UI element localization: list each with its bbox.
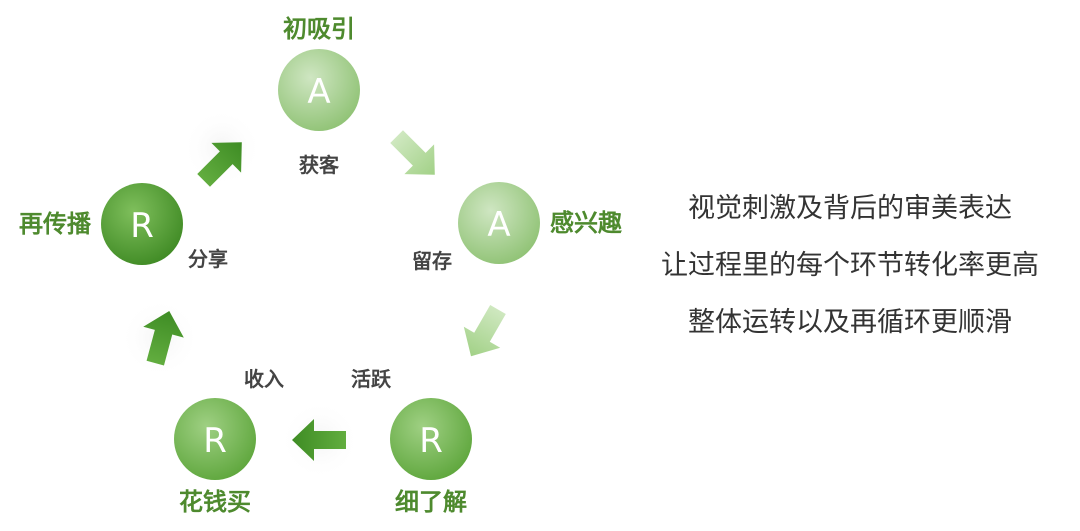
node-revenue-stage: 花钱买	[179, 488, 251, 516]
node-referral-action: 分享	[188, 247, 228, 271]
node-acquisition-action: 获客	[299, 153, 340, 177]
node-retention-action: 活跃	[351, 367, 392, 391]
node-acquisition-letter: A	[307, 72, 330, 112]
node-acquisition-circle	[278, 49, 360, 131]
node-acquisition-stage: 初吸引	[283, 15, 355, 43]
node-activation: A 感兴趣 留存	[412, 182, 623, 273]
description-line-2: 让过程里的每个环节转化率更高	[661, 250, 1039, 281]
arrow-revenue-to-referral-icon	[143, 310, 184, 366]
node-activation-stage: 感兴趣	[550, 209, 623, 237]
node-retention: R 细了解 活跃	[351, 367, 472, 516]
node-revenue-action: 收入	[244, 367, 284, 391]
arrow-retention-to-revenue-icon	[292, 419, 346, 461]
node-revenue: R 花钱买 收入	[174, 367, 284, 516]
node-activation-letter: A	[487, 205, 510, 245]
arrow-referral-to-acquisition-icon	[197, 142, 242, 187]
node-revenue-circle	[174, 398, 256, 480]
node-activation-action: 留存	[412, 249, 452, 273]
node-referral-stage: 再传播	[19, 210, 92, 238]
node-referral-circle	[101, 183, 183, 265]
description-line-1: 视觉刺激及背后的审美表达	[688, 193, 1012, 224]
node-retention-letter: R	[419, 421, 443, 461]
node-retention-stage: 细了解	[395, 488, 467, 516]
node-revenue-letter: R	[203, 421, 227, 461]
description-line-3: 整体运转以及再循环更顺滑	[688, 307, 1012, 338]
node-referral: R 再传播 分享	[19, 183, 228, 271]
node-activation-circle	[458, 182, 540, 264]
node-acquisition: A 初吸引 获客	[278, 15, 360, 177]
arrow-activation-to-retention-icon	[463, 304, 506, 357]
arrow-acquisition-to-activation-icon	[390, 130, 435, 175]
node-retention-circle	[390, 398, 472, 480]
node-referral-letter: R	[130, 206, 154, 246]
